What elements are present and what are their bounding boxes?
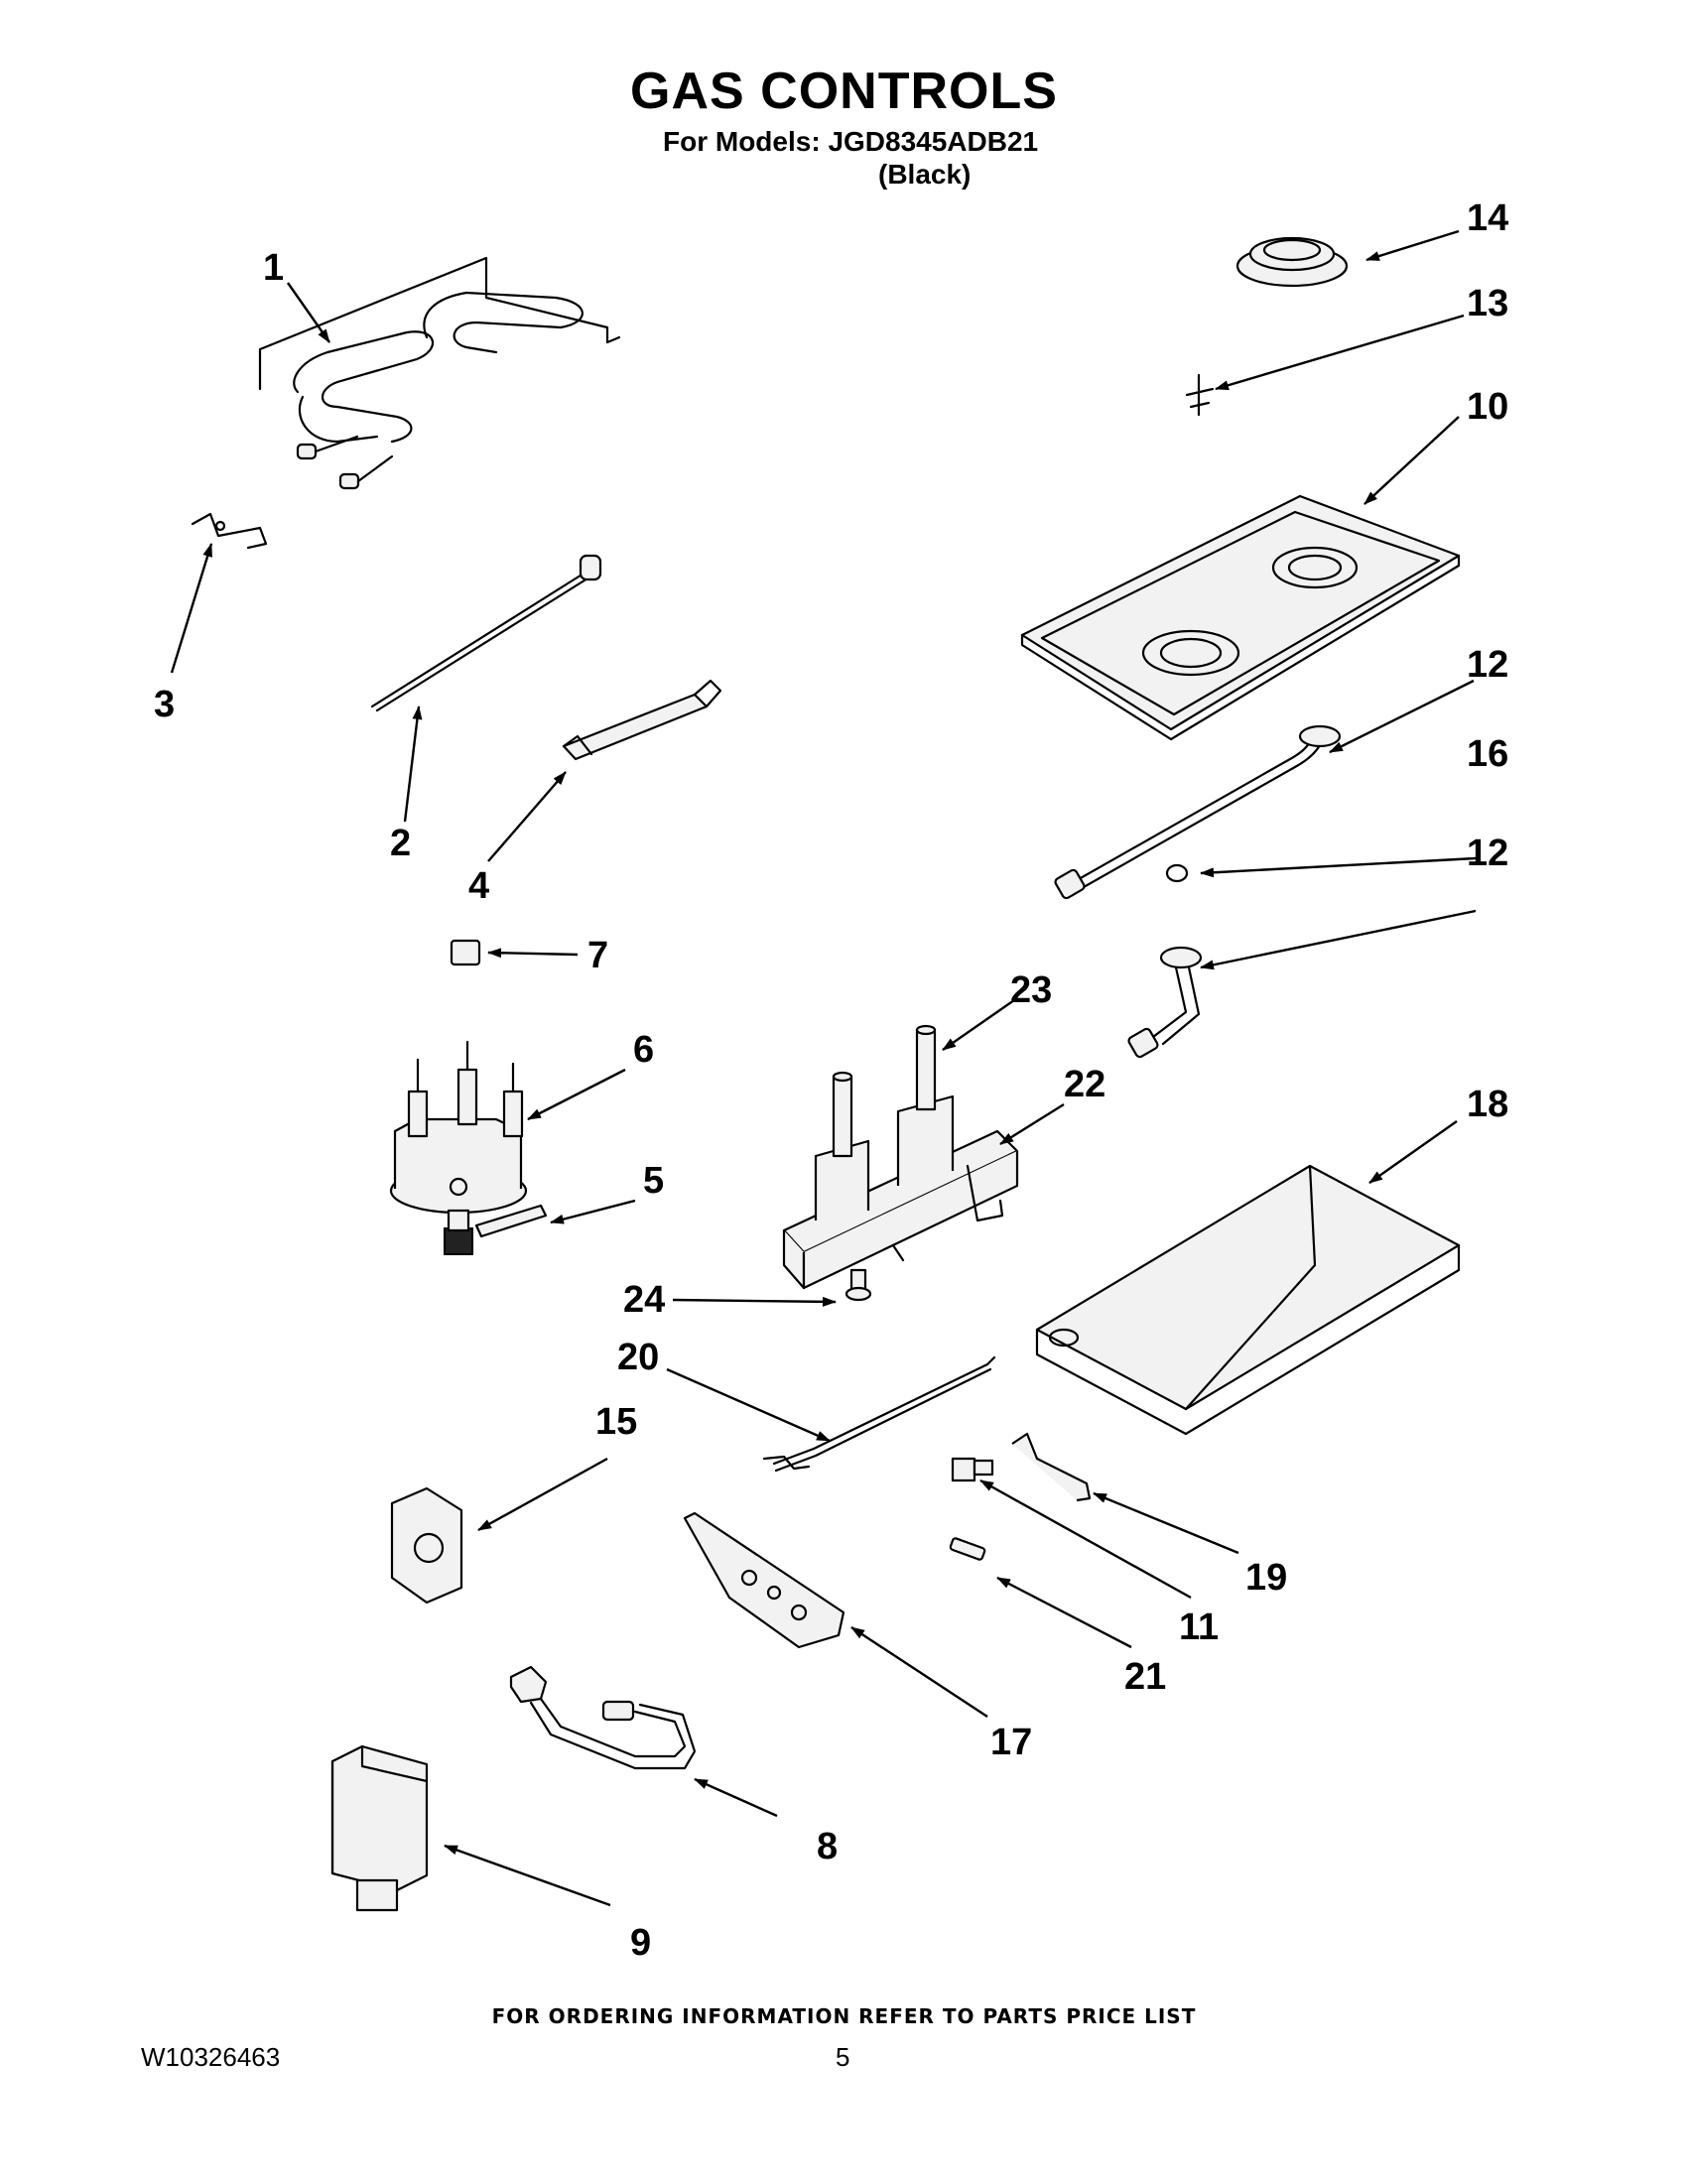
part-4-bracket-bar xyxy=(562,679,722,761)
page-title: GAS CONTROLS xyxy=(630,63,1058,120)
part-15-knob-housing xyxy=(390,1486,463,1605)
callout-6: 6 xyxy=(633,1029,654,1071)
callout-20: 20 xyxy=(617,1337,659,1378)
callout-21: 21 xyxy=(1124,1656,1166,1698)
callout-23: 23 xyxy=(1010,969,1052,1011)
callout-5: 5 xyxy=(643,1160,664,1202)
part-20-wire-harness xyxy=(762,1355,996,1473)
callout-12b: 12 xyxy=(1467,833,1508,874)
part-14-burner-cap xyxy=(1235,236,1349,288)
part-19-bracket xyxy=(1011,1432,1092,1502)
callout-16: 16 xyxy=(1467,733,1508,775)
callout-19: 19 xyxy=(1245,1557,1287,1599)
part-16-o-ring xyxy=(1165,863,1189,883)
ordering-note: FOR ORDERING INFORMATION REFER TO PARTS … xyxy=(491,2004,1197,2028)
callout-1: 1 xyxy=(263,247,284,289)
callout-12a: 12 xyxy=(1467,644,1508,686)
callout-7: 7 xyxy=(587,935,608,976)
part-18-tray xyxy=(1035,1164,1461,1436)
part-3-bracket xyxy=(191,512,268,550)
callout-15: 15 xyxy=(595,1401,637,1443)
part-22-manifold xyxy=(782,1094,1019,1290)
part-24-screw xyxy=(844,1268,872,1302)
part-8-pipe xyxy=(509,1665,697,1770)
color-line: (Black) xyxy=(878,159,972,190)
part-6-valve-assembly xyxy=(389,1040,528,1255)
part-2-rod xyxy=(370,554,602,712)
callout-labels: 1 2 3 4 5 6 7 8 9 10 11 12 12 13 14 15 1… xyxy=(154,197,1508,1964)
callout-14: 14 xyxy=(1467,197,1508,239)
part-12-gas-tube-upper xyxy=(1054,724,1342,900)
part-13-electrode xyxy=(1185,373,1215,417)
document-number: W10326463 xyxy=(141,2042,281,2072)
part-23-valve-stems xyxy=(832,1024,937,1158)
callout-17: 17 xyxy=(990,1722,1032,1763)
callout-8: 8 xyxy=(817,1826,838,1867)
part-5-strip xyxy=(474,1204,548,1238)
callout-2: 2 xyxy=(390,823,411,864)
part-21-clip xyxy=(949,1537,986,1561)
callout-13: 13 xyxy=(1467,283,1508,324)
part-7-clip xyxy=(450,939,481,966)
callout-11: 11 xyxy=(1179,1606,1219,1648)
part-17-plate xyxy=(683,1511,845,1649)
callout-9: 9 xyxy=(630,1922,651,1964)
callout-3: 3 xyxy=(154,684,175,725)
part-12-orifice-tube-lower xyxy=(1127,946,1203,1059)
part-11-fitting xyxy=(951,1457,994,1482)
callout-22: 22 xyxy=(1064,1064,1105,1105)
callout-24: 24 xyxy=(623,1279,665,1321)
leader-arrows xyxy=(170,229,1477,1907)
callout-10: 10 xyxy=(1467,386,1508,428)
part-1-burner-assembly xyxy=(258,256,621,490)
callout-4: 4 xyxy=(468,865,489,907)
callout-18: 18 xyxy=(1467,1084,1508,1125)
models-line: For Models: JGD8345ADB21 xyxy=(663,126,1039,157)
page-number: 5 xyxy=(836,2042,850,2072)
part-9-regulator xyxy=(330,1744,429,1912)
part-10-burner-box xyxy=(1020,494,1461,741)
